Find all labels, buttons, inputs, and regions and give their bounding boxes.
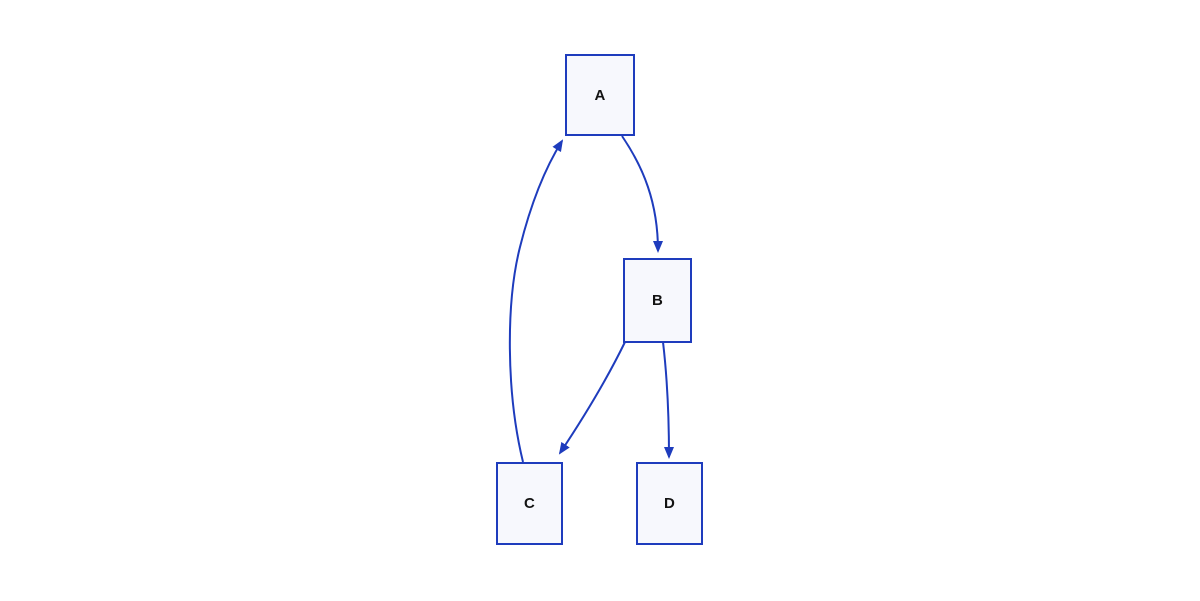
node-a-label: A <box>594 86 606 104</box>
edge-c-to-a <box>508 139 564 463</box>
node-d-label: D <box>663 495 676 512</box>
edge-a-to-b <box>621 135 663 253</box>
node-b-label: B <box>651 292 664 309</box>
node-b: B <box>623 258 692 343</box>
edge-b-to-c <box>558 341 626 455</box>
node-d: D <box>636 462 703 545</box>
node-a: A <box>565 54 635 136</box>
edge-b-to-d <box>662 341 674 459</box>
node-c: C <box>496 462 563 545</box>
node-c-label: C <box>523 495 536 512</box>
